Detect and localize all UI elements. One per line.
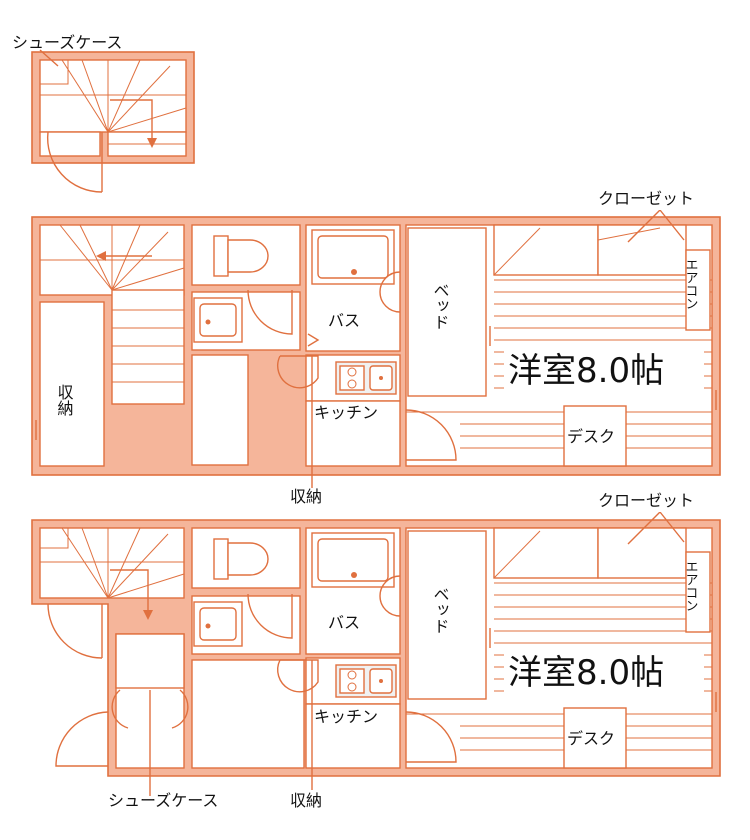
- shoe-cabinet: [115, 633, 185, 689]
- bed: [407, 227, 487, 397]
- aircon-label-upper: エアコン: [683, 258, 698, 310]
- shoe-case-label-bottom: シューズケース: [108, 791, 218, 810]
- desk-label-lower: デスク: [567, 729, 615, 748]
- kitchen-counter: [335, 361, 397, 395]
- storage-label-bottom: 収納: [290, 791, 322, 810]
- room-label-lower: 洋室8.0帖: [508, 653, 664, 693]
- bath-label-upper: バス: [328, 311, 360, 330]
- storage-label-mid: 収納: [290, 487, 322, 506]
- aircon-unit: [685, 249, 711, 331]
- toilet: [213, 235, 269, 277]
- entrance-stair-box: [31, 51, 195, 193]
- bath-label-lower: バス: [328, 613, 360, 632]
- bathtub: [311, 229, 401, 313]
- kitchen-label-upper: キッチン: [314, 403, 378, 422]
- bed-label-lower: ベッド: [431, 586, 450, 634]
- closet-label-upper: クローゼット: [598, 189, 694, 208]
- shoe-case-label-top: シューズケース: [12, 33, 122, 52]
- aircon-label-lower: エアコン: [683, 560, 698, 612]
- floor-plan-upper: [31, 209, 721, 488]
- staircase: [40, 224, 185, 383]
- staircase-lower: [40, 527, 185, 620]
- desk-label-upper: デスク: [567, 427, 615, 446]
- wash-basin: [193, 297, 243, 343]
- room-label-upper: 洋室8.0帖: [508, 351, 664, 391]
- kitchen-label-lower: キッチン: [314, 707, 378, 726]
- desk: [563, 405, 627, 467]
- storage-label-left: 収納: [55, 384, 74, 417]
- shoe-case-leader-line: [39, 49, 59, 67]
- closet-label-lower: クローゼット: [598, 491, 694, 510]
- closet: [493, 209, 687, 276]
- bed-label-upper: ベッド: [431, 282, 450, 330]
